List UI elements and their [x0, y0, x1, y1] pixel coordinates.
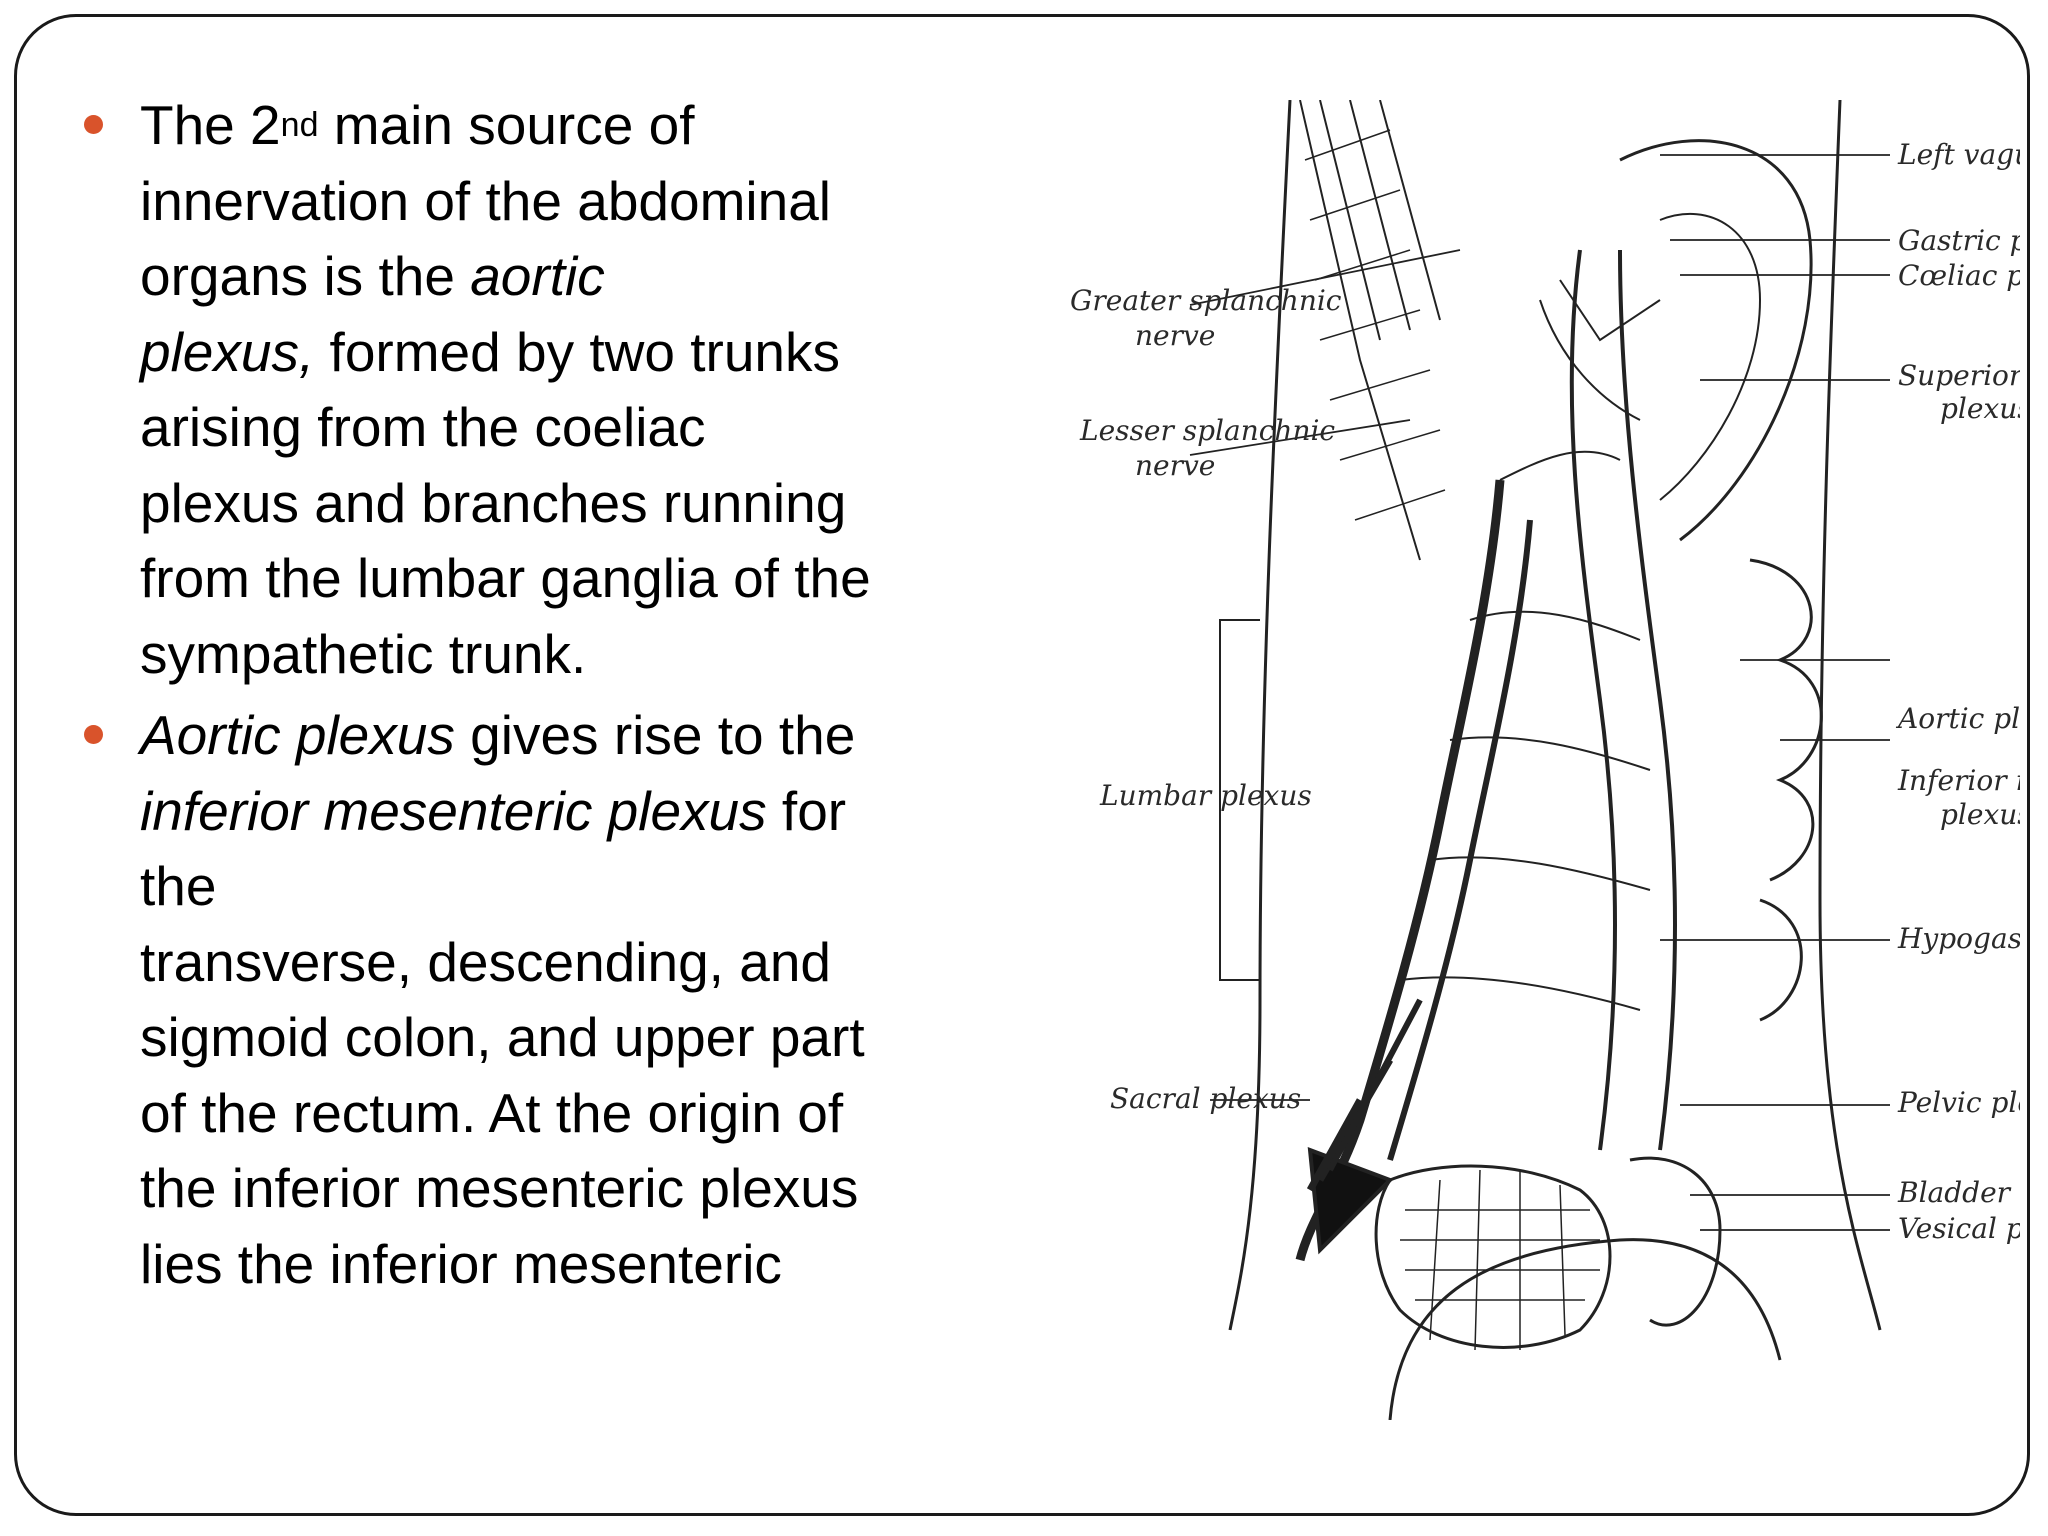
- text-line: plexus, formed by two trunks: [140, 320, 841, 383]
- label-lesser-splanchnic-2: nerve: [1135, 449, 1215, 482]
- label-superior-mesenteric-2: plexus: [1940, 392, 2020, 425]
- figure-labels: Left vagus nerve Gastric plexus Cœliac p…: [1070, 138, 2048, 1245]
- label-vesical-plexus: Vesical plexus: [1898, 1212, 2020, 1245]
- label-pelvic-plexus: Pelvic plexus: [1897, 1086, 2020, 1119]
- text-line: arising from the coeliac: [140, 396, 706, 458]
- bullet-item-1: The 2nd main source of innervation of th…: [84, 88, 984, 692]
- label-greater-splanchnic-2: nerve: [1135, 319, 1215, 352]
- slide-text: The 2nd main source of innervation of th…: [84, 88, 984, 1308]
- anatomy-illustration: Left vagus nerve Gastric plexus Cœliac p…: [1060, 99, 2048, 1421]
- text-line: transverse, descending, and: [140, 930, 831, 993]
- text-line: organs is the aortic: [140, 245, 605, 307]
- label-greater-splanchnic: Greater splanchnic: [1070, 284, 1342, 317]
- bullet-dot-icon: [84, 725, 103, 744]
- label-left-vagus: Left vagus nerve: [1897, 138, 2020, 171]
- label-inferior-mesenteric: Inferior mesenteric: [1897, 764, 2020, 797]
- text-line: sigmoid colon, and upper part: [140, 1006, 865, 1068]
- label-gastric-plexus: Gastric plexus: [1898, 224, 2020, 257]
- slide-frame: [14, 14, 2030, 1516]
- text-line: inferior mesenteric plexus for: [140, 779, 847, 842]
- label-aortic-plexus: Aortic plexus: [1895, 702, 2020, 735]
- plexus-diagram: Left vagus nerve Gastric plexus Cœliac p…: [1070, 99, 2048, 1421]
- text-line: Aortic plexus gives rise to the: [140, 704, 856, 766]
- label-sacral-plexus: Sacral plexus: [1110, 1082, 1301, 1115]
- label-superior-mesenteric: Superior mesenteric: [1898, 359, 2020, 392]
- bullet-dot-icon: [84, 115, 103, 134]
- text-line: plexus and branches running: [140, 471, 847, 534]
- text-line: lies the inferior mesenteric: [140, 1232, 782, 1295]
- text-line: sympathetic trunk.: [140, 622, 587, 685]
- label-lesser-splanchnic: Lesser splanchnic: [1079, 414, 1335, 447]
- bullet-item-2: Aortic plexus gives rise to the inferior…: [84, 698, 984, 1302]
- text-line: innervation of the abdominal: [140, 169, 832, 232]
- label-inferior-mesenteric-2: plexus: [1940, 798, 2020, 831]
- label-lumbar-plexus: Lumbar plexus: [1099, 779, 1312, 812]
- label-coeliac-plexus: Cœliac plexus: [1898, 259, 2020, 292]
- label-hypogastric-plexus: Hypogastric plexus: [1897, 922, 2020, 955]
- text-line: the inferior mesenteric plexus: [140, 1157, 859, 1219]
- text-line: from the lumbar ganglia of the: [140, 547, 871, 609]
- text-line: The 2nd main source of: [140, 94, 695, 156]
- text-line: of the rectum. At the origin of: [140, 1081, 844, 1144]
- text-line: the: [140, 855, 217, 917]
- label-bladder: Bladder: [1897, 1176, 2012, 1209]
